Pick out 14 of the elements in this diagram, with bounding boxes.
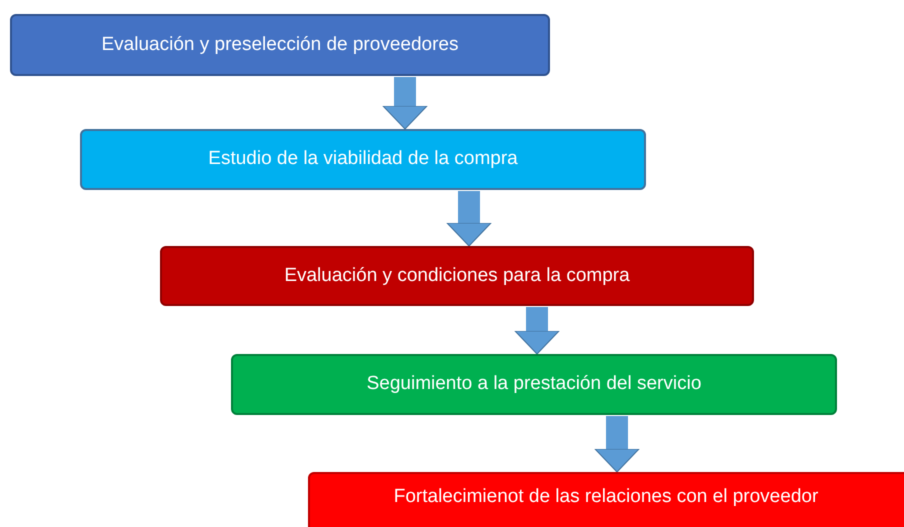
box-label: Evaluación y preselección de proveedores bbox=[102, 32, 458, 57]
box-label: Evaluación y condiciones para la compra bbox=[284, 264, 630, 288]
block-arrow bbox=[594, 416, 640, 472]
process-box bbox=[308, 472, 904, 527]
process-box bbox=[80, 129, 646, 190]
block-arrow bbox=[514, 307, 560, 354]
block-arrow bbox=[446, 191, 492, 246]
process-box bbox=[10, 14, 550, 76]
process-box bbox=[231, 354, 837, 415]
block-arrow bbox=[382, 77, 428, 130]
box-label: Estudio de la viabilidad de la compra bbox=[208, 147, 518, 172]
process-box bbox=[160, 246, 754, 306]
box-label: Fortalecimienot de las relaciones con el proveedor bbox=[394, 484, 818, 509]
box-label: Seguimiento a la prestación del servicio bbox=[366, 372, 702, 396]
